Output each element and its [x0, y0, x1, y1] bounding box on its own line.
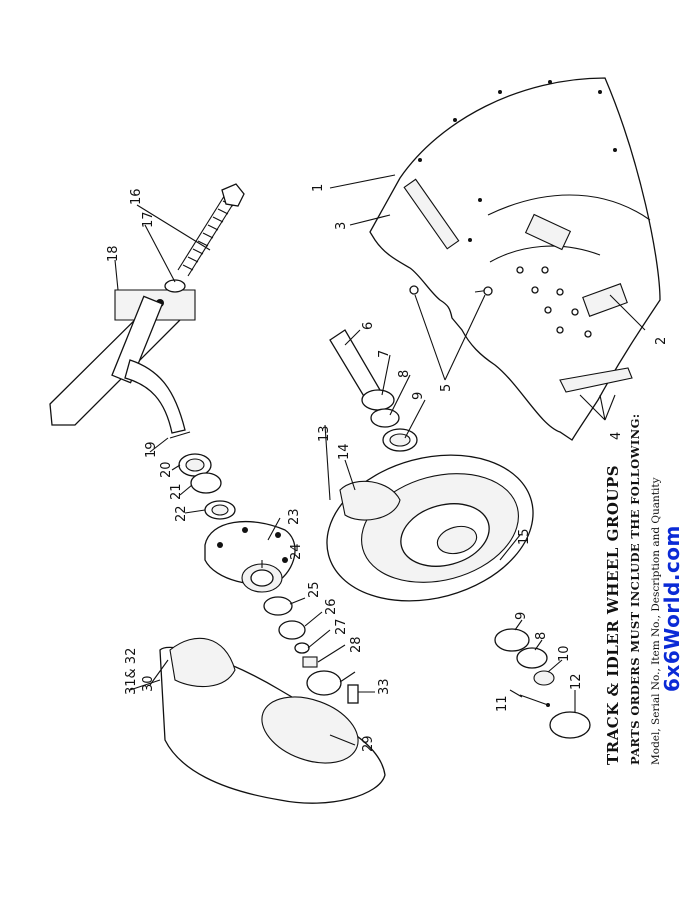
callout-9-axle: 9: [411, 392, 426, 400]
leader-lines: [114, 174, 646, 746]
callout-5: 5: [439, 384, 454, 392]
callout-7: 7: [377, 350, 392, 358]
callout-16: 16: [129, 188, 144, 205]
callout-27: 27: [334, 618, 349, 635]
callout-15: 15: [517, 528, 532, 545]
callout-28: 28: [349, 636, 364, 653]
callout-2: 2: [654, 337, 669, 345]
callout-19: 19: [144, 441, 159, 458]
callout-4: 4: [609, 432, 624, 440]
callout-10: 10: [557, 645, 572, 662]
callout-23: 23: [287, 508, 302, 525]
callout-18: 18: [106, 245, 121, 262]
spindle-bearings-group: [169, 431, 236, 520]
callout-22: 22: [174, 505, 189, 522]
callout-12: 12: [569, 673, 584, 690]
callout-8-axle: 8: [397, 370, 412, 378]
idler-wheel-part: [326, 454, 534, 602]
callout-25: 25: [307, 581, 322, 598]
callout-8-loose: 8: [534, 632, 549, 640]
callout-9-loose: 9: [514, 612, 529, 620]
callout-26: 26: [324, 598, 339, 615]
callout-11: 11: [495, 695, 510, 712]
callout-21: 21: [169, 483, 184, 500]
spindle-bracket-part: [49, 289, 196, 434]
callout-14: 14: [337, 443, 352, 460]
loose-parts-group: [494, 628, 591, 739]
callout-1: 1: [311, 184, 326, 192]
callout-24: 24: [289, 543, 304, 560]
track-wheel-part: [159, 637, 386, 804]
callout-labels: 1 3 2 4 5 6 7 8 9 13 14 15 16 17 18 19 2…: [106, 184, 669, 752]
callout-20: 20: [159, 461, 174, 478]
callout-30: 30: [141, 675, 156, 692]
adjusting-screw-part: [164, 183, 245, 293]
callout-17: 17: [141, 211, 156, 228]
callout-31-32: 31& 32: [124, 648, 139, 695]
callout-3: 3: [334, 222, 349, 230]
callout-29: 29: [361, 735, 376, 752]
idler-axle-group: [329, 285, 493, 452]
hub-part: [204, 520, 296, 593]
callout-33: 33: [377, 678, 392, 695]
outer-bearings-group: [263, 596, 342, 696]
fender-part: [369, 77, 661, 441]
callout-13: 13: [317, 425, 332, 442]
callout-6: 6: [361, 322, 376, 330]
